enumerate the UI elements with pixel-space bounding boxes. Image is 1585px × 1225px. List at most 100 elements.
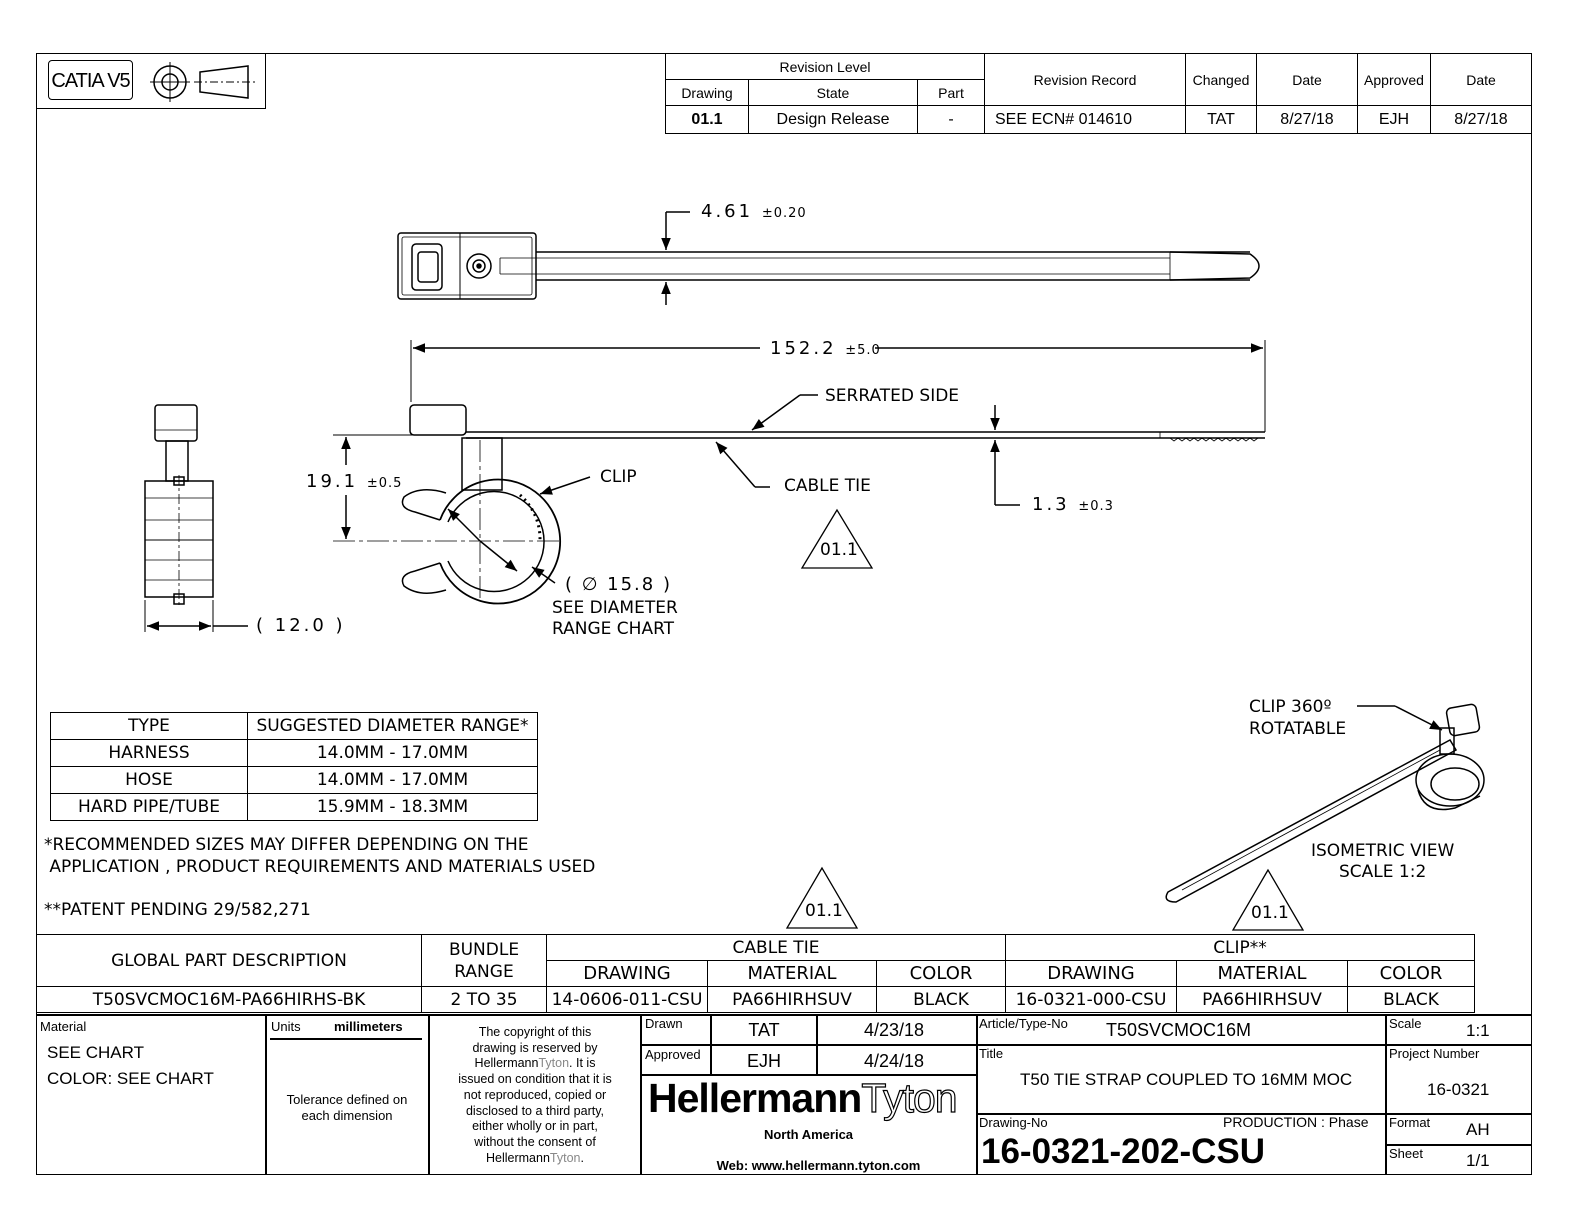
tb-divider	[640, 1074, 976, 1076]
tb-divider	[1385, 1144, 1532, 1146]
cad-system-box	[36, 53, 266, 109]
state-header: State	[748, 79, 918, 106]
isometric-view	[1165, 703, 1485, 903]
approved-by: EJH	[746, 1051, 781, 1071]
drawn-date: 4/23/18	[864, 1020, 925, 1040]
article-label: Article/Type-No	[979, 1016, 1068, 1031]
dim-diameter: ( ∅ 15.8 )	[565, 574, 672, 595]
projection-symbol-icon	[150, 62, 258, 102]
date2-header: Date	[1430, 53, 1532, 106]
approved-date: 4/24/18	[864, 1051, 925, 1071]
revision-state: Design Release	[748, 105, 918, 134]
dim-height: 19.1 ±0.5	[306, 471, 403, 492]
revision-marker-1: 01.1	[820, 540, 858, 560]
note-patent: **PATENT PENDING 29/582,271	[44, 900, 311, 920]
revision-triangle-2	[785, 866, 859, 929]
end-view	[144, 404, 214, 605]
units-label: Units	[271, 1019, 301, 1034]
approved-header: Approved	[1357, 53, 1431, 106]
phase: PRODUCTION : Phase	[1223, 1114, 1369, 1130]
project-label: Project Number	[1389, 1046, 1480, 1061]
note-recommended-2: APPLICATION , PRODUCT REQUIREMENTS AND M…	[44, 857, 596, 877]
sheet-value: 1/1	[1466, 1151, 1490, 1170]
revision-changed: TAT	[1185, 105, 1257, 134]
cad-system-label: CATIA V5	[48, 60, 133, 100]
revision-part: -	[917, 105, 985, 134]
revision-record: SEE ECN# 014610	[984, 105, 1186, 134]
label-isometric-view: ISOMETRIC VIEW	[1311, 841, 1455, 861]
tb-divider	[428, 1014, 430, 1175]
tb-divider	[640, 1014, 642, 1175]
article-number: T50SVCMOC16M	[1106, 1020, 1252, 1040]
clip-color-header: COLOR	[1347, 960, 1475, 987]
dim-width: ( 12.0 )	[256, 615, 346, 636]
project-number: 16-0321	[1427, 1080, 1490, 1099]
tb-divider	[1385, 1014, 1387, 1175]
approved-label: Approved	[645, 1047, 701, 1062]
cable-tie-header: CABLE TIE	[546, 934, 1006, 961]
material-color: COLOR: SEE CHART	[47, 1069, 214, 1088]
dia-header-range: SUGGESTED DIAMETER RANGE*	[247, 712, 538, 740]
drawn-label: Drawn	[645, 1016, 683, 1031]
format-label: Format	[1389, 1115, 1431, 1130]
drawing-header: Drawing	[665, 79, 749, 106]
revision-table: Revision Level Revision Record Changed D…	[665, 53, 1532, 134]
clip-header: CLIP**	[1005, 934, 1475, 961]
label-serrated-side: SERRATED SIDE	[825, 386, 960, 406]
material-label: Material	[40, 1019, 87, 1034]
revision-triangle-3	[1231, 868, 1305, 931]
see-chart-line1: SEE DIAMETER	[552, 598, 678, 618]
sheet-label: Sheet	[1389, 1146, 1423, 1161]
drawn-by: TAT	[748, 1020, 780, 1040]
table-row: HOSE 14.0MM - 17.0MM	[50, 766, 538, 794]
label-clip: CLIP	[600, 467, 637, 487]
tb-divider	[976, 1113, 1532, 1115]
drawing-number: 16-0321-202-CSU	[981, 1132, 1266, 1171]
global-part-header: GLOBAL PART DESCRIPTION	[36, 934, 422, 987]
revision-drawing: 01.1	[665, 105, 749, 134]
revision-date2: 8/27/18	[1430, 105, 1532, 134]
tb-divider	[265, 1014, 267, 1175]
region: North America	[763, 1127, 854, 1142]
tb-divider	[976, 1044, 1532, 1046]
label-rotatable: ROTATABLE	[1249, 719, 1347, 739]
revision-date: 8/27/18	[1256, 105, 1358, 134]
title-label: Title	[979, 1046, 1004, 1061]
clip-material-header: MATERIAL	[1176, 960, 1348, 987]
tie-material-header: MATERIAL	[707, 960, 877, 987]
scale-value: 1:1	[1466, 1021, 1490, 1040]
side-view	[333, 404, 1265, 605]
revision-triangle-1	[800, 508, 874, 569]
label-cable-tie: CABLE TIE	[784, 476, 871, 496]
top-view	[397, 232, 1260, 300]
table-row: HARD PIPE/TUBE 15.9MM - 18.3MM	[50, 793, 538, 821]
copyright-notice: The copyright of this drawing is reserve…	[458, 1025, 612, 1165]
tie-color-header: COLOR	[876, 960, 1006, 987]
units-underline	[270, 1038, 422, 1040]
see-chart-line2: RANGE CHART	[552, 619, 675, 639]
tb-divider	[816, 1014, 818, 1074]
tolerance-line1: Tolerance defined on	[286, 1092, 408, 1107]
dim-strap: 1.3 ±0.3	[1032, 494, 1114, 515]
table-row: HARNESS 14.0MM - 17.0MM	[50, 739, 538, 767]
note-recommended-1: *RECOMMENDED SIZES MAY DIFFER DEPENDING …	[44, 835, 529, 855]
format-value: AH	[1466, 1120, 1490, 1139]
website-link[interactable]: Web: www.hellermann.tyton.com	[716, 1158, 921, 1173]
dim-thickness: 4.61 ±0.20	[701, 201, 807, 222]
title-block-top	[36, 1014, 1532, 1016]
drawing-title: T50 TIE STRAP COUPLED TO 16MM MOC	[1020, 1070, 1353, 1089]
tolerance-line2: each dimension	[301, 1108, 393, 1123]
dia-header-type: TYPE	[50, 712, 248, 740]
label-clip-360: CLIP 360º	[1249, 697, 1332, 717]
revision-record-header: Revision Record	[984, 53, 1186, 106]
revision-marker-3: 01.1	[1251, 903, 1289, 923]
table-row: T50SVCMOC16M-PA66HIRHS-BK 2 TO 35 14-060…	[36, 986, 1475, 1013]
changed-header: Changed	[1185, 53, 1257, 106]
material-value: SEE CHART	[47, 1043, 144, 1062]
label-iso-scale: SCALE 1:2	[1339, 862, 1427, 882]
scale-label: Scale	[1389, 1016, 1422, 1031]
company-logo: HellermannTyton	[648, 1074, 958, 1121]
